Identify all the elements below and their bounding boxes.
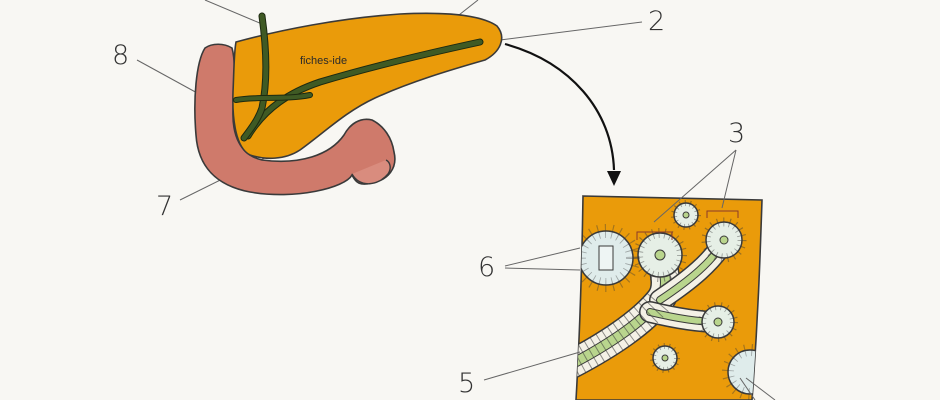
leader-line-2 — [499, 21, 643, 41]
leader-line-5 — [483, 351, 581, 381]
label-5: 5 — [458, 368, 475, 399]
pancreatic-duct — [233, 12, 484, 142]
acinus-small-top — [671, 200, 701, 230]
bracket-acinus-right — [706, 210, 739, 218]
leader-line-3a — [653, 149, 737, 223]
watermark: fiches-ide — [300, 55, 347, 67]
leader-line-6a — [504, 247, 581, 267]
acinus-top-center — [633, 228, 687, 282]
label-3: 3 — [728, 118, 745, 149]
label-6: 6 — [478, 252, 495, 283]
acinus-top-right — [701, 217, 747, 263]
zoom-arrow — [504, 42, 616, 171]
acinus-small-bottom — [650, 343, 680, 373]
label-8: 8 — [112, 40, 129, 71]
leader-line-4b — [745, 377, 776, 400]
leader-line-top-left — [204, 0, 263, 25]
islet-bottom-right — [722, 344, 762, 400]
label-7: 7 — [156, 191, 173, 222]
islet-left — [576, 224, 640, 292]
zoom-arrow-head — [607, 171, 621, 186]
bracket-acinus-left — [636, 231, 673, 240]
duodenum-opening — [351, 159, 391, 185]
label-2: 2 — [648, 6, 665, 37]
leader-line-6b — [504, 267, 581, 271]
leader-line-3b — [721, 149, 737, 209]
acinus-right — [698, 302, 738, 342]
leader-line-4a — [739, 377, 756, 400]
